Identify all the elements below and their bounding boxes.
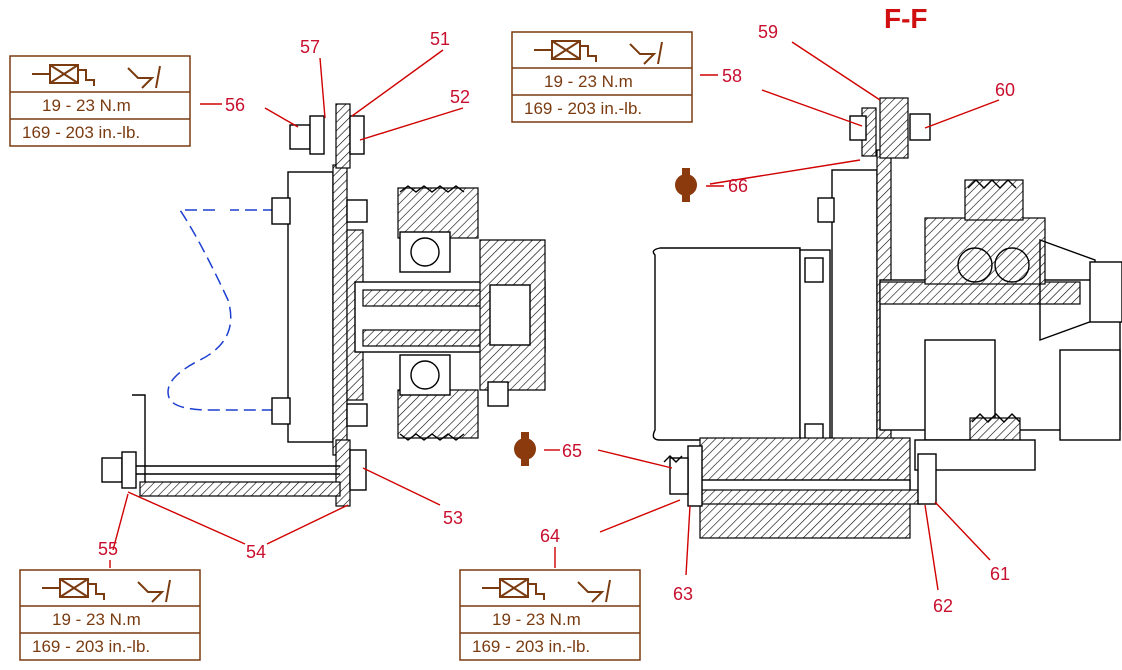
torque-box-58: 19 - 23 N.m 169 - 203 in.-lb.: [511, 31, 693, 123]
callout-51: 51: [430, 29, 450, 49]
torque-box-56: 19 - 23 N.m 169 - 203 in.-lb.: [9, 55, 191, 147]
callout-65: 65: [562, 441, 582, 461]
callout-55: 55: [98, 539, 118, 559]
callout-61: 61: [990, 564, 1010, 584]
callout-60: 60: [995, 80, 1015, 100]
callout-52: 52: [450, 87, 470, 107]
grease-point-icon: [514, 432, 536, 466]
torque-box-55: 19 - 23 N.m 169 - 203 in.-lb.: [19, 569, 201, 661]
torque-nm: 19 - 23 N.m: [52, 610, 141, 629]
callout-62: 62: [933, 596, 953, 616]
callout-56: 56: [225, 95, 245, 115]
torque-inlb: 169 - 203 in.-lb.: [32, 637, 150, 656]
callout-66: 66: [728, 176, 748, 196]
grease-point-icon: [675, 168, 697, 202]
left-assembly: [101, 103, 546, 507]
right-assembly: [652, 97, 1122, 539]
torque-nm: 19 - 23 N.m: [544, 72, 633, 91]
section-title: F-F: [884, 3, 928, 34]
callout-59: 59: [758, 22, 778, 42]
callout-54: 54: [246, 542, 266, 562]
torque-inlb: 169 - 203 in.-lb.: [524, 99, 642, 118]
callout-57: 57: [300, 37, 320, 57]
callout-53: 53: [443, 508, 463, 528]
callout-58: 58: [722, 66, 742, 86]
leader-lines: [109, 41, 1000, 591]
torque-nm: 19 - 23 N.m: [42, 96, 131, 115]
callout-dashes: [200, 74, 724, 451]
callout-64: 64: [540, 526, 560, 546]
callout-63: 63: [673, 584, 693, 604]
torque-nm: 19 - 23 N.m: [492, 610, 581, 629]
callouts: 51 52 53 54 55 56 57 58 59 60 61 62 63 6…: [98, 22, 1015, 616]
torque-inlb: 169 - 203 in.-lb.: [472, 637, 590, 656]
torque-box-64: 19 - 23 N.m 169 - 203 in.-lb.: [459, 569, 641, 661]
torque-inlb: 169 - 203 in.-lb.: [22, 123, 140, 142]
